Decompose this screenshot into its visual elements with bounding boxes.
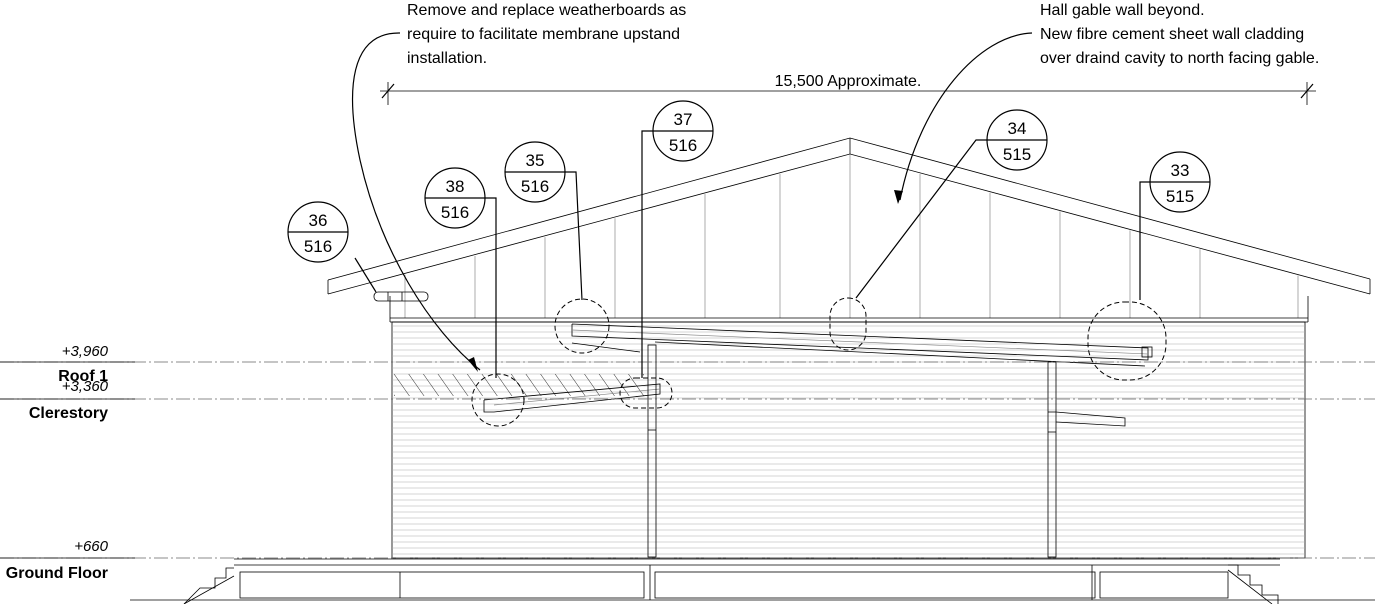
- sheet-number: 516: [441, 203, 469, 222]
- svg-text:over draind cavity to north fa: over draind cavity to north facing gable…: [1040, 50, 1319, 67]
- level-value: +660: [74, 538, 108, 555]
- callout-bubble: 37 516: [652, 100, 714, 162]
- svg-text:installation.: installation.: [407, 50, 487, 67]
- detail-number: 38: [446, 177, 465, 196]
- callout-bubble: 34 515: [986, 109, 1048, 171]
- detail-callout-37: 37 516: [619, 100, 714, 409]
- callout-bubble: 35 516: [504, 141, 566, 203]
- level-name: Ground Floor: [6, 565, 108, 582]
- level-lines: [0, 361, 1375, 559]
- detail-number: 35: [526, 151, 545, 170]
- svg-text:Remove and replace weatherboar: Remove and replace weatherboards as: [407, 2, 686, 19]
- dimension-label: 15,500 Approximate.: [775, 73, 922, 90]
- sheet-number: 515: [1166, 187, 1194, 206]
- detail-callout-38: 38 516: [424, 167, 525, 427]
- svg-text:Hall gable wall beyond.: Hall gable wall beyond.: [1040, 2, 1205, 19]
- roof-members: [483, 323, 1153, 427]
- overall-dimension: 15,500 Approximate.: [380, 73, 1316, 105]
- note-gable: Hall gable wall beyond. New fibre cement…: [894, 2, 1319, 204]
- detail-number: 34: [1008, 119, 1027, 138]
- level-name: Roof 1: [58, 368, 108, 385]
- callout-bubble: 33 515: [1149, 151, 1211, 213]
- level-name: Clerestory: [29, 405, 108, 422]
- gable-roof: [327, 137, 1371, 323]
- callout-bubble: 36 516: [287, 201, 349, 263]
- note-weatherboards: Remove and replace weatherboards as requ…: [352, 2, 686, 372]
- base-and-steps: [130, 558, 1375, 604]
- level-clerestory: +3,360 Clerestory: [29, 378, 109, 422]
- detail-callout-34: 34 515: [829, 109, 1048, 351]
- level-value: +3,960: [62, 343, 109, 360]
- detail-callout-36: 36 516: [287, 201, 429, 302]
- posts: [647, 344, 1057, 558]
- svg-text:New fibre cement sheet wall cl: New fibre cement sheet wall cladding: [1040, 26, 1304, 43]
- sheet-number: 516: [521, 177, 549, 196]
- svg-text:require to facilitate membrane: require to facilitate membrane upstand: [407, 26, 680, 43]
- detail-callout-35: 35 516: [504, 141, 610, 354]
- detail-number: 33: [1171, 161, 1190, 180]
- detail-number: 36: [309, 211, 328, 230]
- sheet-number: 516: [304, 237, 332, 256]
- weatherboard-wall: [391, 321, 1306, 559]
- level-value: +3,360: [62, 378, 109, 395]
- detail-number: 37: [674, 110, 693, 129]
- sheet-number: 515: [1003, 145, 1031, 164]
- sheet-number: 516: [669, 136, 697, 155]
- level-roof-1: +3,960 Roof 1: [58, 343, 108, 385]
- level-ground-floor: +660 Ground Floor: [6, 538, 109, 582]
- callout-bubble: 38 516: [424, 167, 486, 229]
- detail-callout-33: 33 515: [1087, 151, 1211, 381]
